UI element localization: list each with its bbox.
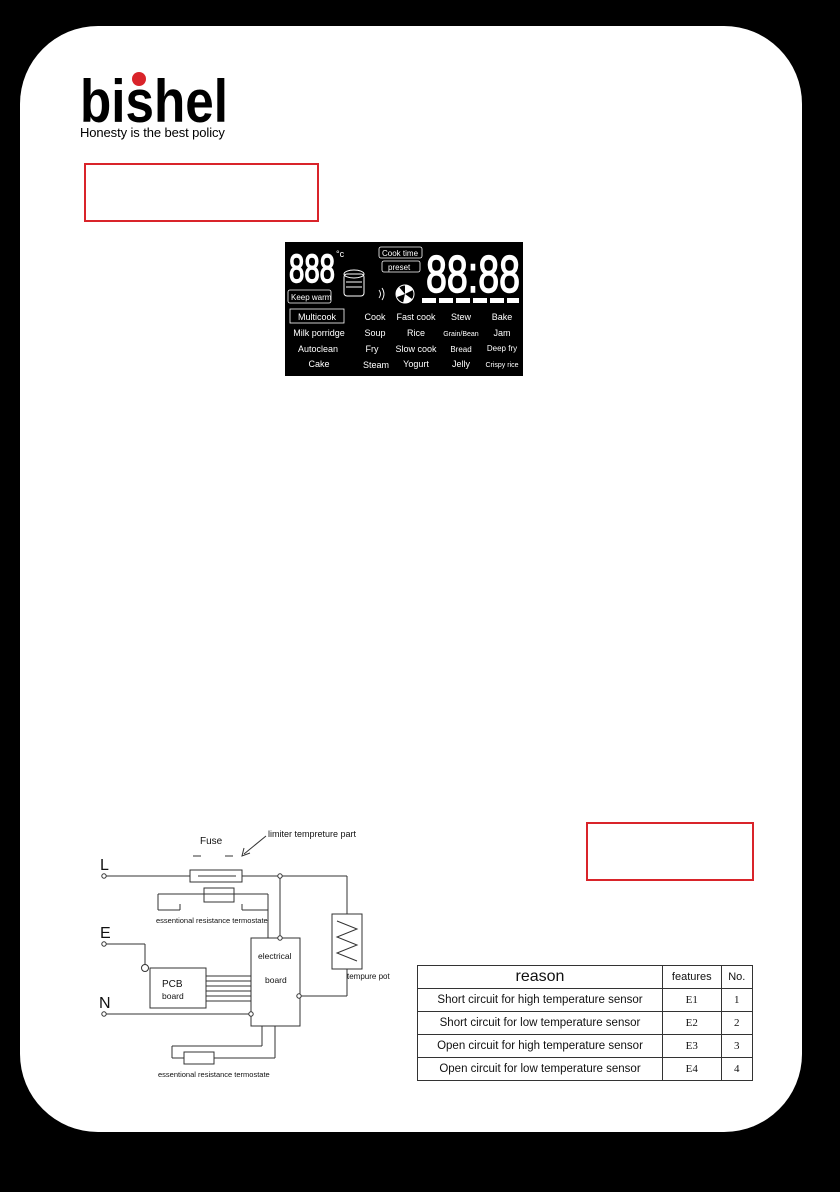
fan-icon: [395, 284, 415, 304]
terminal-l-label: L: [100, 857, 109, 874]
header-number: No.: [720, 965, 754, 989]
row-number: 1: [720, 988, 754, 1012]
logo-dot: [132, 72, 146, 86]
logo-wordmark: bishel: [80, 70, 228, 135]
preset-frame: [381, 260, 421, 273]
program-jam: Jam: [493, 328, 510, 338]
program-milk-porridge: Milk porridge: [293, 328, 345, 338]
header-reason: reason: [417, 965, 663, 989]
pcb-label-line1: PCB: [162, 979, 183, 990]
row-feature-code: E1: [662, 988, 722, 1012]
preset-indicator: preset: [388, 263, 411, 272]
table-header-row: reason features No.: [417, 965, 754, 989]
program-autoclean: Autoclean: [298, 344, 338, 354]
row-feature-code: E2: [662, 1011, 722, 1035]
limiter-arrow: [243, 835, 267, 855]
row-number: 4: [720, 1057, 754, 1081]
program-grain-bean: Grain/Bean: [443, 331, 479, 338]
temperature-digits: 888: [289, 247, 335, 291]
board-label-line1: electrical: [258, 951, 292, 961]
brand-tagline: Honesty is the best policy: [80, 125, 225, 140]
table-row: Open circuit for low temperature sensor …: [417, 1057, 754, 1081]
pot-label: tempure pot: [347, 972, 390, 981]
manual-page: bishel Honesty is the best policy 888 °c…: [20, 26, 802, 1132]
row-number: 3: [720, 1034, 754, 1058]
table-row: Short circuit for low temperature sensor…: [417, 1011, 754, 1035]
row-feature-code: E3: [662, 1034, 722, 1058]
row-number: 2: [720, 1011, 754, 1035]
keep-warm-frame: [287, 289, 332, 304]
program-rice: Rice: [407, 328, 425, 338]
error-code-table: reason features No. Short circuit for hi…: [417, 965, 754, 1081]
sound-icon: [378, 287, 385, 301]
pcb-label-line2: board: [162, 991, 184, 1001]
program-jelly: Jelly: [452, 359, 471, 369]
temperature-unit: °c: [336, 249, 345, 259]
resistance-top-label: essentional resistance termostate: [156, 916, 268, 925]
label-box-right: [586, 822, 754, 881]
pcb-board: [149, 967, 207, 1009]
fuse-label: Fuse: [200, 836, 223, 847]
ground-terminal: [141, 964, 149, 972]
circuit-diagram: Fuse limiter tempreture part L E N essen…: [99, 829, 390, 1079]
header-features: features: [662, 965, 722, 989]
program-stew: Stew: [451, 312, 472, 322]
multicook-frame: [289, 308, 345, 324]
board-label-line2: board: [265, 975, 287, 985]
lcd-display-panel: 888 °c Cook time preset 88:88: [285, 242, 523, 376]
program-bread: Bread: [450, 345, 471, 354]
limiter-label: limiter tempreture part: [268, 829, 357, 839]
brand-logo: bishel: [80, 70, 228, 135]
program-slow-cook: Slow cook: [395, 344, 437, 354]
program-cook: Cook: [364, 312, 386, 322]
label-box-top: [84, 163, 319, 222]
cooker-icon: [343, 269, 365, 297]
clock-digits: 88:88: [426, 246, 520, 304]
terminal-e-label: E: [100, 925, 111, 942]
row-reason: Open circuit for high temperature sensor: [417, 1034, 663, 1058]
row-reason: Short circuit for high temperature senso…: [417, 988, 663, 1012]
resistance-bottom: [183, 1051, 215, 1065]
program-crispy-rice: Crispy rice: [485, 362, 518, 369]
program-soup: Soup: [364, 328, 385, 338]
program-yogurt: Yogurt: [403, 359, 429, 369]
resistance-bottom-label: essentional resistance termostate: [158, 1070, 270, 1079]
program-steam: Steam: [363, 360, 389, 370]
program-multicook: Multicook: [298, 312, 337, 322]
keep-warm-indicator: Keep warm: [291, 293, 332, 302]
row-feature-code: E4: [662, 1057, 722, 1081]
program-cake: Cake: [308, 359, 329, 369]
table-row: Open circuit for high temperature sensor…: [417, 1034, 754, 1058]
progress-segments: [422, 298, 519, 303]
resistance-top: [203, 887, 235, 903]
program-deep-fry: Deep fry: [487, 344, 517, 353]
cook-time-frame: [378, 246, 423, 259]
program-fry: Fry: [366, 344, 379, 354]
row-reason: Open circuit for low temperature sensor: [417, 1057, 663, 1081]
program-bake: Bake: [492, 312, 513, 322]
table-row: Short circuit for high temperature senso…: [417, 988, 754, 1012]
terminal-n-label: N: [99, 995, 111, 1012]
program-fast-cook: Fast cook: [396, 312, 436, 322]
cook-time-indicator: Cook time: [382, 249, 419, 258]
row-reason: Short circuit for low temperature sensor: [417, 1011, 663, 1035]
